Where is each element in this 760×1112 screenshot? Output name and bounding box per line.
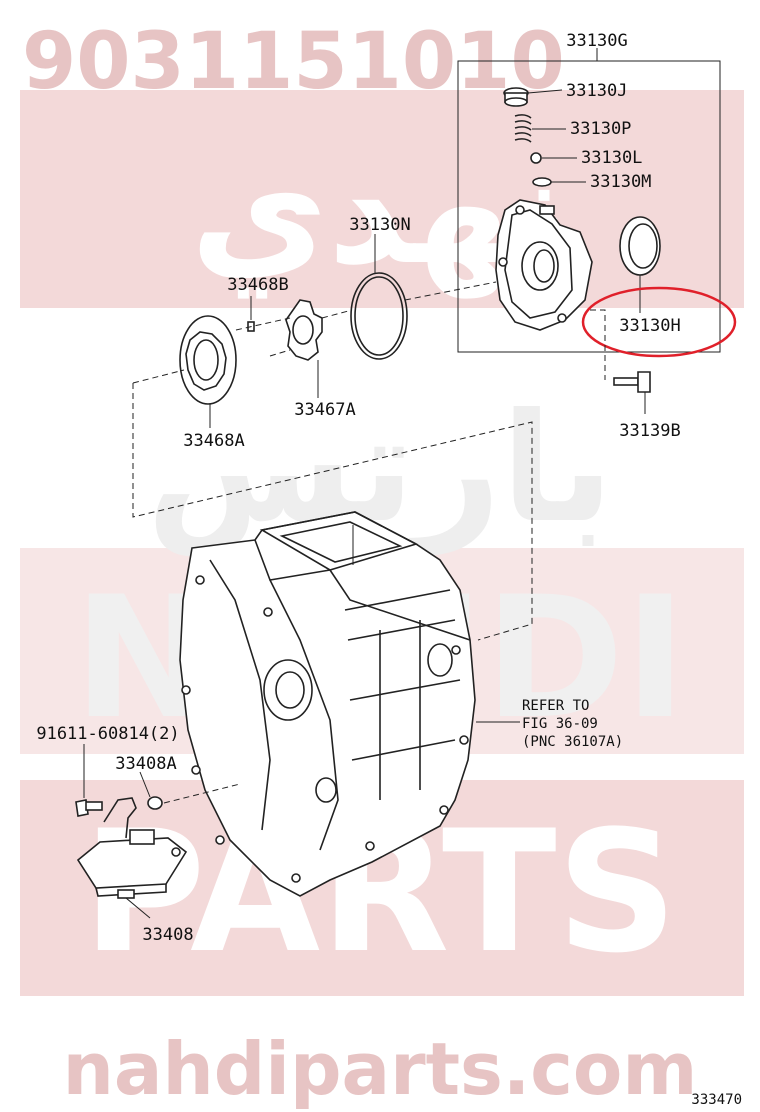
assembly-line-33408A <box>163 783 241 804</box>
part-transmission-case <box>179 511 476 897</box>
part-33130H <box>619 216 661 276</box>
watermark-part-number: 9031151010 <box>22 17 565 107</box>
part-33130L <box>530 152 542 164</box>
part-33130M <box>532 177 552 187</box>
label-33139B: 33139B <box>619 421 680 441</box>
highlight-circle-33130H <box>581 286 737 358</box>
part-33139B <box>613 371 651 393</box>
label-91611-60814: 91611-60814(2) <box>36 724 179 744</box>
label-33408: 33408 <box>142 925 193 945</box>
part-33408A <box>147 796 163 810</box>
part-33130J <box>503 87 529 107</box>
assembly-lines <box>132 281 606 641</box>
leader-33408A <box>139 771 151 798</box>
part-33467A <box>285 299 323 361</box>
leader-33130J <box>527 89 563 94</box>
group-box-33130G <box>457 60 721 353</box>
part-33130N <box>350 272 408 360</box>
label-33130M: 33130M <box>590 172 651 192</box>
part-retainer-housing <box>495 199 593 331</box>
label-33468A: 33468A <box>183 431 244 451</box>
watermark-website: nahdiparts.com <box>63 1027 698 1111</box>
label-33130G: 33130G <box>566 31 627 51</box>
watermark-band-top <box>20 90 744 308</box>
label-33468B: 33468B <box>227 275 288 295</box>
figure-id: 333470 <box>691 1092 742 1108</box>
part-91611-60814 <box>75 799 103 817</box>
label-33130J: 33130J <box>566 81 627 101</box>
part-33468A <box>179 315 237 405</box>
label-33130L: 33130L <box>581 148 642 168</box>
label-33130N: 33130N <box>349 215 410 235</box>
label-33467A: 33467A <box>294 400 355 420</box>
leader-33408 <box>125 897 151 919</box>
watermark: 9031151010 نهدي بارتس NAHDI PARTS nahdip… <box>20 17 744 1111</box>
part-33408 <box>76 797 188 899</box>
note-line-3: (PNC 36107A) <box>522 734 623 750</box>
part-33130P <box>514 114 532 143</box>
label-33130P: 33130P <box>570 119 631 139</box>
note-line-1: REFER TO <box>522 698 589 714</box>
label-33130H: 33130H <box>619 316 680 336</box>
note-line-2: FIG 36-09 <box>522 716 598 732</box>
label-33408A: 33408A <box>115 754 176 774</box>
